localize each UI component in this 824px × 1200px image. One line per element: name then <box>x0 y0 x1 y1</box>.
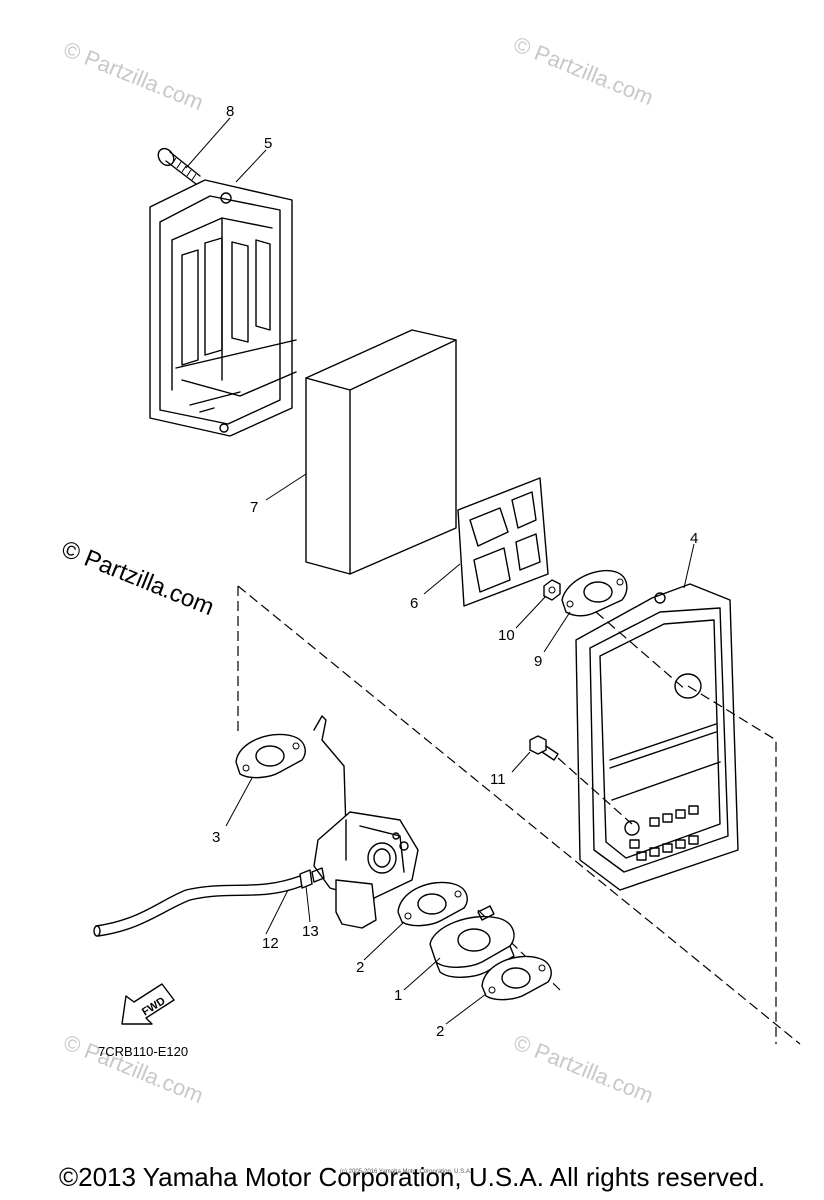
leader-lines <box>185 117 695 1025</box>
callout-4: 4 <box>690 530 698 547</box>
part-4-air-cleaner-cover <box>575 583 739 891</box>
callout-8: 8 <box>226 103 234 120</box>
part-10-nut <box>543 579 561 601</box>
watermark-bottom-right: © Partzilla.com <box>510 1029 657 1108</box>
callout-7: 7 <box>250 499 258 516</box>
part-2-gasket-lower <box>481 955 552 1001</box>
callout-3: 3 <box>212 829 220 846</box>
copyright-notice: ©2013 Yamaha Motor Corporation, U.S.A. A… <box>58 1162 766 1192</box>
callout-13: 13 <box>302 923 319 940</box>
part-13-clip <box>299 869 313 889</box>
fwd-arrow-icon: FWD <box>121 983 175 1025</box>
callout-2-upper: 2 <box>356 959 364 976</box>
part-9-gasket <box>561 570 628 617</box>
callout-1: 1 <box>394 987 402 1004</box>
callout-6: 6 <box>410 595 418 612</box>
callouts: 8 5 7 6 4 10 9 11 3 12 13 2 1 2 <box>212 103 698 1040</box>
part-3-gasket <box>235 733 306 779</box>
cover-vent-slots <box>629 805 699 861</box>
callout-2-lower: 2 <box>436 1023 444 1040</box>
watermark-top-right: © Partzilla.com <box>510 31 657 110</box>
carburetor-assembly <box>311 715 419 929</box>
callout-9: 9 <box>534 653 542 670</box>
part-5-air-cleaner-case <box>149 179 297 437</box>
callout-11: 11 <box>490 771 506 788</box>
callout-12: 12 <box>262 935 279 952</box>
fine-print: (c) 2005-2016 Yamaha Motor Corporation, … <box>340 1169 472 1175</box>
part-8-screw <box>157 147 201 185</box>
part-1-insulator <box>429 905 515 978</box>
part-11-bolt <box>529 735 559 761</box>
watermark-top-left: © Partzilla.com <box>60 36 207 115</box>
watermark-center-left: © Partzilla.com <box>58 536 218 622</box>
part-2-gasket-upper <box>397 881 468 927</box>
watermark-bottom-left: © Partzilla.com <box>60 1029 207 1108</box>
callout-10: 10 <box>498 627 515 644</box>
part-6-gasket <box>457 477 549 607</box>
diagram-code: 7CRB110-E120 <box>98 1044 188 1059</box>
part-7-filter-element <box>305 329 457 575</box>
part-12-fuel-hose <box>93 875 303 937</box>
callout-5: 5 <box>264 135 272 152</box>
